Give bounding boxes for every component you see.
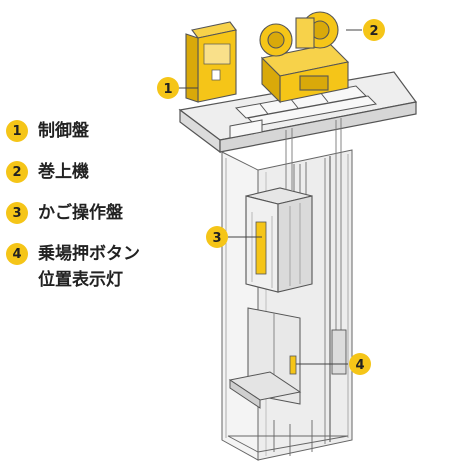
callout-3: 3 xyxy=(206,226,228,248)
slab-side-edge xyxy=(219,101,417,153)
legend-item-control-panel: 1 制御盤 xyxy=(6,118,206,146)
landing-entrance xyxy=(228,307,302,409)
legend-item-car-operating-panel: 3 かご操作盤 xyxy=(6,200,206,228)
legend-label-4-line1: 乗場押ボタン xyxy=(38,244,140,264)
callout-4-number: 4 xyxy=(355,358,364,373)
callout-2-number: 2 xyxy=(369,24,378,39)
callout-lines xyxy=(178,29,362,365)
legend-badge-4: 4 xyxy=(6,243,28,265)
callout-1: 1 xyxy=(157,77,179,99)
callout-3-number: 3 xyxy=(212,231,221,246)
counterweight xyxy=(331,329,347,375)
legend-label-1: 制御盤 xyxy=(38,121,89,141)
legend-badge-2: 2 xyxy=(6,161,28,183)
car-operating-panel xyxy=(255,221,267,275)
legend-item-landing-button: 4 乗場押ボタン 位置表示灯 xyxy=(6,241,206,293)
legend-label-4: 乗場押ボタン 位置表示灯 xyxy=(38,241,140,293)
hoist-ropes xyxy=(285,118,342,330)
callout-4: 4 xyxy=(349,353,371,375)
landing-indicator-panel xyxy=(289,355,297,375)
legend-badge-1: 1 xyxy=(6,120,28,142)
legend-badge-3: 3 xyxy=(6,202,28,224)
legend-label-3: かご操作盤 xyxy=(38,203,123,223)
legend-label-4-line2: 位置表示灯 xyxy=(38,270,123,290)
pit xyxy=(227,420,349,456)
callout-2: 2 xyxy=(363,19,385,41)
legend-label-2: 巻上機 xyxy=(38,162,89,182)
control-panel xyxy=(185,21,237,103)
traction-machine xyxy=(259,11,350,104)
legend: 1 制御盤 2 巻上機 3 かご操作盤 4 乗場押ボタン 位置表示灯 xyxy=(6,118,206,306)
legend-item-traction-machine: 2 巻上機 xyxy=(6,159,206,187)
callout-1-number: 1 xyxy=(163,82,172,97)
